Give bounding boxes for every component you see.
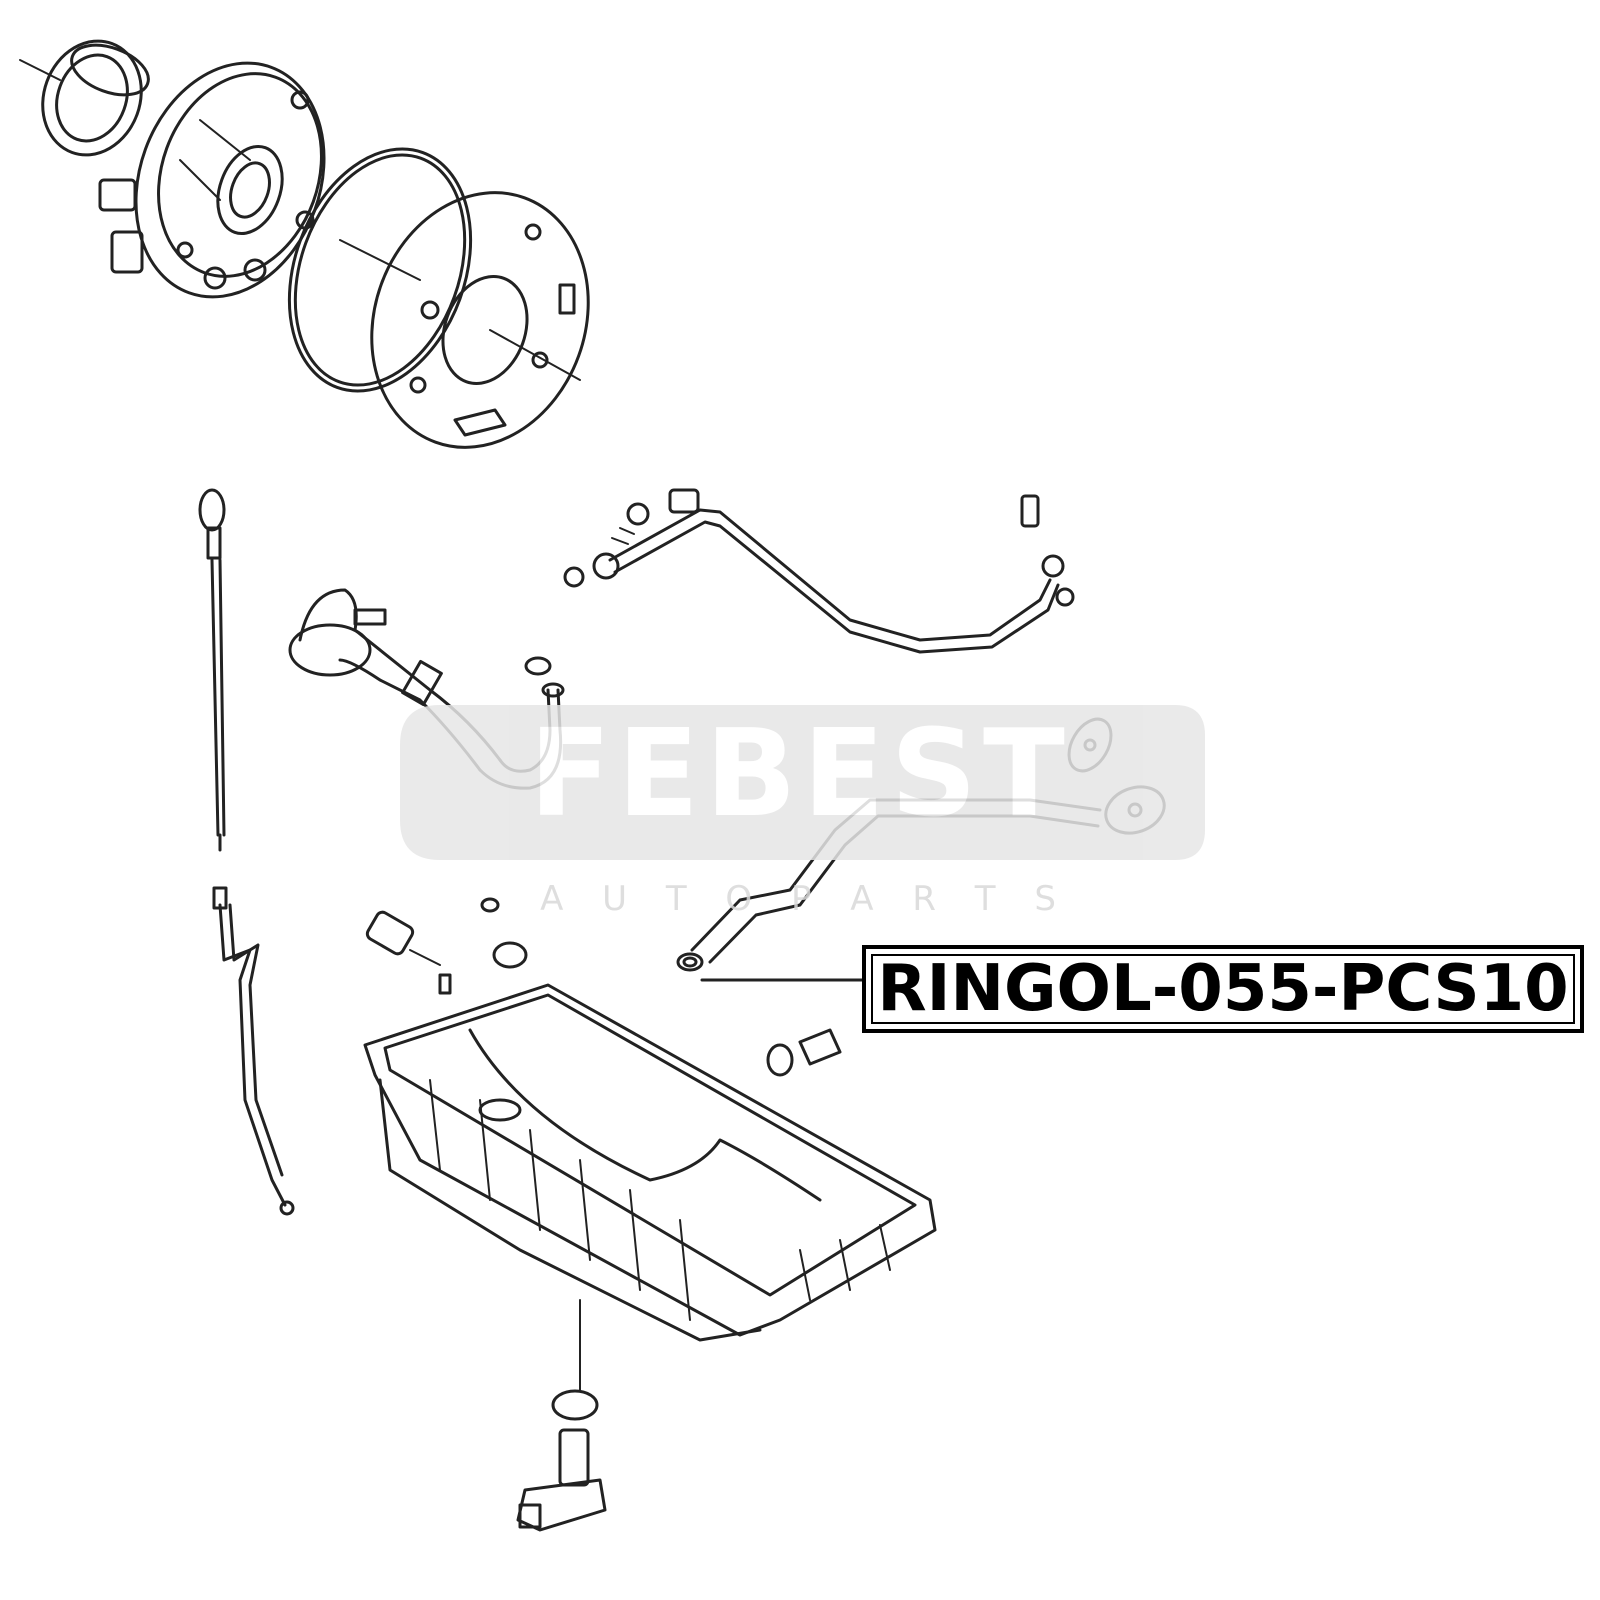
drain-plug [365, 897, 528, 995]
watermark-brand: FEBEST [529, 705, 1071, 844]
oil-pump-cover-plate [370, 191, 590, 449]
oil-level-sensor [516, 1389, 607, 1532]
oil-pump-o-ring [287, 147, 473, 393]
watermark-subtitle: A U T O P A R T S [540, 879, 1070, 919]
oil-pump-housing [98, 61, 326, 299]
watermark-background [400, 705, 1205, 860]
watermark: FEBEST A U T O P A R T S [400, 705, 1205, 919]
part-number-callout: RINGOL-055-PCS10 [862, 945, 1584, 1033]
oil-pump-seal-ring [19, 39, 150, 157]
part-number-label: RINGOL-055-PCS10 [877, 952, 1569, 1026]
oil-pan [363, 983, 937, 1391]
dipstick [198, 488, 226, 852]
oil-return-pipe-upper [563, 488, 1075, 654]
callout-inner-border [871, 954, 1575, 1024]
target-o-ring [676, 952, 704, 972]
dipstick-tube [212, 886, 295, 1216]
